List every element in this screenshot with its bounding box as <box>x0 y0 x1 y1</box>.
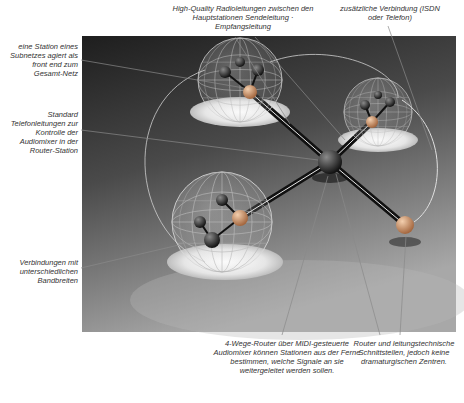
annotation-label: 4-Wege-Router über MIDI-gesteuerte Audio… <box>212 339 362 375</box>
annotation-label: Router und leitungstechnische Schnittste… <box>350 339 458 366</box>
leader-lines <box>81 26 432 335</box>
station-ball <box>396 216 414 234</box>
ball-shadow <box>389 237 421 247</box>
annotation-label: Standard Telefonleitungen zur Kontrolle … <box>4 110 78 155</box>
annotation-label: eine Station eines Subnetzes agiert als … <box>4 42 78 78</box>
annotation-label: High-Quality Radioleitungen zwischen den… <box>168 4 318 31</box>
subnet-globe <box>344 78 412 146</box>
annotation-label: Verbindungen mit unterschiedlichen Bandb… <box>4 258 78 285</box>
subnet-globe <box>172 172 272 272</box>
annotation-label: zusätzliche Verbindung (ISDN oder Telefo… <box>340 4 440 22</box>
router-ball <box>318 150 342 174</box>
subnet-globe <box>198 38 282 122</box>
